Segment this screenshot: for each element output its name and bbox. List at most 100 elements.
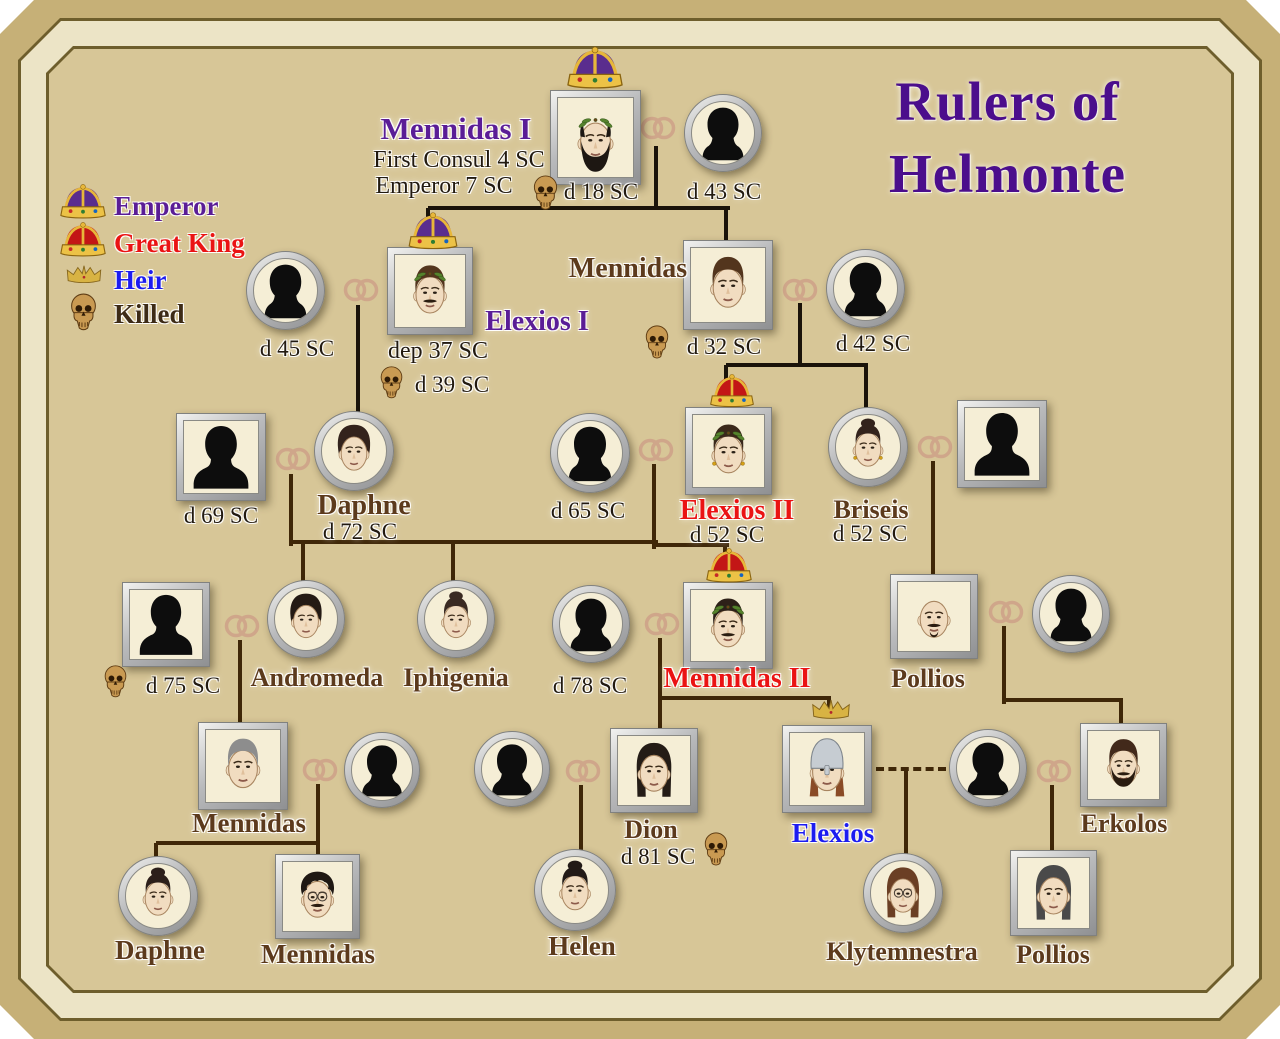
person-name-elexios-ii: Elexios II: [679, 494, 795, 526]
person-name-pollios: Pollios: [891, 663, 965, 693]
legend-label-killed: Killed: [114, 299, 185, 329]
title-line-1: Rulers of: [895, 71, 1120, 132]
life-date-first-wife-of-elexios-ii: d 65 SC: [550, 497, 626, 523]
life-date-daphne: d 72 SC: [322, 518, 398, 544]
family-tree-line: [156, 841, 320, 845]
emperor-crown-icon: [404, 210, 462, 253]
skull-icon: [378, 365, 405, 400]
life-date-wife-of-elexios-i: d 45 SC: [259, 335, 335, 361]
person-name-elexios-heir: Elexios: [791, 818, 875, 849]
life-date-dion: d 81 SC: [620, 843, 696, 869]
legend-label-emperor: Emperor: [114, 191, 219, 221]
family-tree-line: [724, 208, 728, 244]
family-tree-line: [726, 363, 868, 367]
portrait-iphigenia: [417, 580, 495, 658]
silhouette-portrait-wife-of-mennidas: [826, 249, 905, 328]
marriage-rings-icon: [916, 433, 954, 461]
emperor-crown-icon: [56, 182, 110, 222]
relationship-dashed-line: [876, 767, 946, 771]
life-date-wife-of-mennidas: d 42 SC: [835, 330, 911, 356]
family-tree-line: [654, 543, 729, 547]
family-tree-line: [658, 638, 662, 732]
silhouette-portrait-husband-of-daphne: [176, 413, 266, 501]
heir-crown-icon: [807, 698, 855, 719]
person-name-klytemnestra: Klytemnestra: [826, 936, 978, 966]
person-name-mennidas: Mennidas: [568, 252, 688, 284]
portrait-mennidas-i: [550, 90, 641, 185]
silhouette-portrait-husband-of-briseis: [957, 400, 1047, 488]
marriage-rings-icon: [223, 612, 261, 640]
portrait-elexios-heir: [782, 725, 872, 813]
family-tree-line: [289, 474, 293, 546]
life-date-mennidas-i: First Consul 4 SC: [373, 147, 545, 174]
portrait-briseis: [828, 407, 908, 487]
family-tree-line: [238, 640, 242, 724]
portrait-elexios-ii: [685, 407, 772, 495]
family-tree-line: [798, 303, 802, 367]
skull-icon: [531, 174, 560, 212]
portrait-andromeda: [267, 580, 345, 658]
person-name-pollios-the-younger: Pollios: [1016, 939, 1090, 969]
family-tree-line: [291, 540, 658, 544]
portrait-daphne: [314, 411, 394, 491]
family-tree-line: [904, 769, 908, 855]
marriage-rings-icon: [342, 276, 380, 304]
family-tree-line: [428, 206, 730, 210]
silhouette-portrait-wife-of-pollios: [1032, 575, 1110, 653]
silhouette-portrait-wife-of-mennidas-ii: [552, 585, 630, 663]
person-name-mennidas-the-younger: Mennidas: [191, 808, 307, 839]
life-date-husband-of-andromeda: d 75 SC: [145, 672, 221, 698]
portrait-dion: [610, 728, 698, 813]
silhouette-portrait-first-wife-of-elexios-ii: [550, 413, 630, 493]
person-name-iphigenia: Iphigenia: [403, 662, 509, 692]
person-name-daphne: Daphne: [317, 489, 411, 521]
life-date-briseis: d 52 SC: [832, 520, 908, 546]
life-date-elexios-i: d 39 SC: [414, 371, 490, 397]
portrait-klytemnestra: [863, 853, 943, 933]
family-tree-line: [654, 146, 658, 210]
family-tree-line: [724, 365, 728, 385]
legend-label-heir: Heir: [114, 265, 167, 295]
family-tree-line: [316, 784, 320, 845]
portrait-pollios-the-younger: [1010, 850, 1097, 936]
life-date-husband-of-daphne: d 69 SC: [183, 502, 259, 528]
portrait-helen: [534, 849, 616, 931]
life-date-elexios-ii: d 52 SC: [689, 521, 765, 547]
portrait-elexios-i: [387, 247, 473, 335]
portrait-mennidas-the-younger: [198, 722, 288, 810]
family-tree-line: [451, 542, 455, 584]
person-name-dion: Dion: [624, 814, 678, 844]
person-name-elexios-i: Elexios I: [485, 305, 589, 337]
skull-icon: [702, 831, 730, 867]
marriage-rings-icon: [781, 276, 819, 304]
heir-crown-icon: [62, 264, 106, 283]
great-king-crown-icon: [702, 546, 756, 586]
poster-title: Rulers of Helmonte: [835, 66, 1180, 210]
family-tree-line: [827, 698, 831, 710]
great-king-crown-icon: [56, 220, 110, 260]
family-tree-line: [1002, 626, 1006, 704]
marriage-rings-icon: [637, 436, 675, 464]
marriage-rings-icon: [301, 756, 339, 784]
portrait-mennidas-ii: [683, 582, 773, 669]
family-tree-line: [864, 365, 868, 411]
silhouette-portrait-wife-of-dion: [474, 731, 550, 807]
marriage-rings-icon: [643, 610, 681, 638]
family-tree-line: [1004, 698, 1123, 702]
person-name-helen: Helen: [548, 931, 616, 962]
person-name-mennidas-ii: Mennidas II: [663, 662, 811, 694]
family-tree-line: [1119, 700, 1123, 725]
family-tree-line: [579, 785, 583, 855]
family-tree-line: [931, 461, 935, 576]
silhouette-portrait-wife-of-mennidas-i: [684, 94, 762, 172]
marriage-rings-icon: [274, 445, 312, 473]
family-tree-line: [154, 843, 158, 859]
marriage-rings-icon: [1035, 757, 1073, 785]
portrait-erkolos: [1080, 723, 1167, 807]
family-tree-line: [316, 843, 320, 857]
marriage-rings-icon: [639, 114, 677, 142]
skull-icon: [643, 324, 671, 360]
emperor-crown-icon: [562, 44, 628, 93]
life-date-mennidas-i: d 18 SC: [563, 178, 639, 204]
